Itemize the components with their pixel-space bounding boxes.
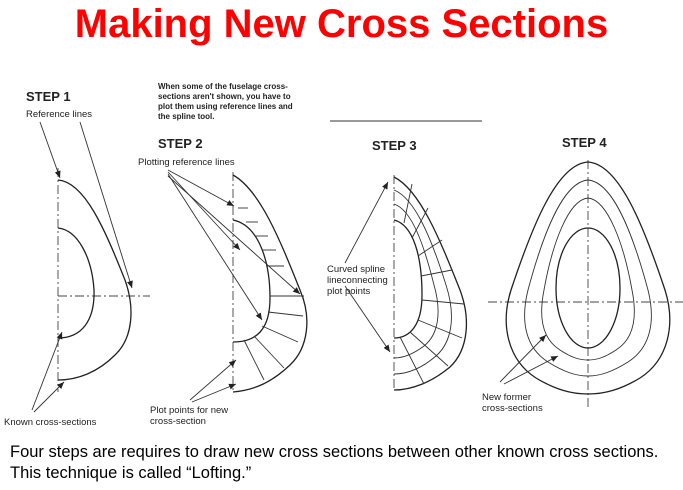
step3-label-line-1: Curved spline: [327, 264, 385, 275]
step2-outer-cross-section: [232, 174, 308, 393]
step1-inner-cross-section: [57, 227, 95, 339]
step1-arrow-reference-a: [39, 121, 61, 179]
step4-outer-cross-section: [505, 161, 671, 395]
step4-new-former-label: New former: [482, 392, 531, 403]
step4-label: STEP 4: [562, 135, 607, 150]
step3-label-line-3: plot points: [327, 286, 371, 297]
step2-cross-section-label: cross-section: [150, 416, 206, 427]
note-line-2: sections aren't shown, you have to: [158, 92, 291, 101]
step4-inner-cross-section: [555, 227, 621, 349]
step3-arrow-b: [344, 285, 391, 353]
step4-arrow-a: [499, 334, 547, 383]
step2-plot-ticks: [238, 207, 304, 381]
step2-arrow-plot-a: [189, 359, 237, 401]
step2-plot-points-label: Plot points for new: [150, 405, 228, 416]
step4-arrow-b: [503, 355, 559, 385]
step3-group: STEP 3 Curved spline lineconnecting plot…: [327, 138, 468, 391]
step3-inner-cross-section: [393, 219, 423, 339]
note-line-4: the spline tool.: [158, 112, 214, 121]
step1-arrow-known-b: [33, 381, 65, 413]
caption: Four steps are requires to draw new cros…: [10, 443, 659, 482]
step2-inner-cross-section: [232, 219, 271, 343]
step1-label: STEP 1: [26, 89, 71, 104]
step1-known-cross-sections-label: Known cross-sections: [4, 417, 97, 428]
note-line-1: When some of the fuselage cross-: [158, 82, 288, 91]
note-group: When some of the fuselage cross- section…: [158, 82, 482, 122]
step2-arrow-b: [167, 171, 241, 251]
step3-label: STEP 3: [372, 138, 417, 153]
step4-group: STEP 4 New former cross-sections: [482, 135, 683, 414]
step3-outer-cross-section: [393, 176, 468, 391]
lofting-diagram: STEP 1 Reference lines Known cross-secti…: [4, 82, 683, 428]
step2-arrow-a: [167, 169, 235, 207]
step1-group: STEP 1 Reference lines Known cross-secti…: [4, 89, 150, 428]
page-title: Making New Cross Sections: [74, 2, 609, 46]
note-line-3: plot them using reference lines and: [158, 102, 293, 111]
step1-outer-cross-section: [57, 179, 132, 381]
step3-spline-2: [393, 203, 439, 359]
step2-arrow-plot-b: [191, 383, 237, 403]
step1-arrow-reference-b: [79, 121, 133, 289]
step2-arrow-c: [167, 173, 263, 321]
step3-spline-1: [393, 189, 452, 375]
step2-plotting-reference-lines-label: Plotting reference lines: [138, 157, 235, 168]
step4-cross-sections-label: cross-sections: [482, 403, 543, 414]
step1-arrow-known-a: [31, 331, 63, 411]
step3-radial-lines: [399, 183, 465, 385]
step4-middle-cross-section-2: [541, 197, 635, 361]
step2-arrow-d: [167, 175, 301, 295]
step2-label: STEP 2: [158, 136, 203, 151]
step3-label-line-2: lineconnecting: [327, 275, 388, 286]
step4-middle-cross-section-1: [524, 179, 652, 377]
step2-group: STEP 2 Plotting reference lines Plot poi…: [138, 136, 308, 427]
step1-reference-lines-label: Reference lines: [26, 109, 92, 120]
step3-arrow-a: [344, 181, 389, 264]
